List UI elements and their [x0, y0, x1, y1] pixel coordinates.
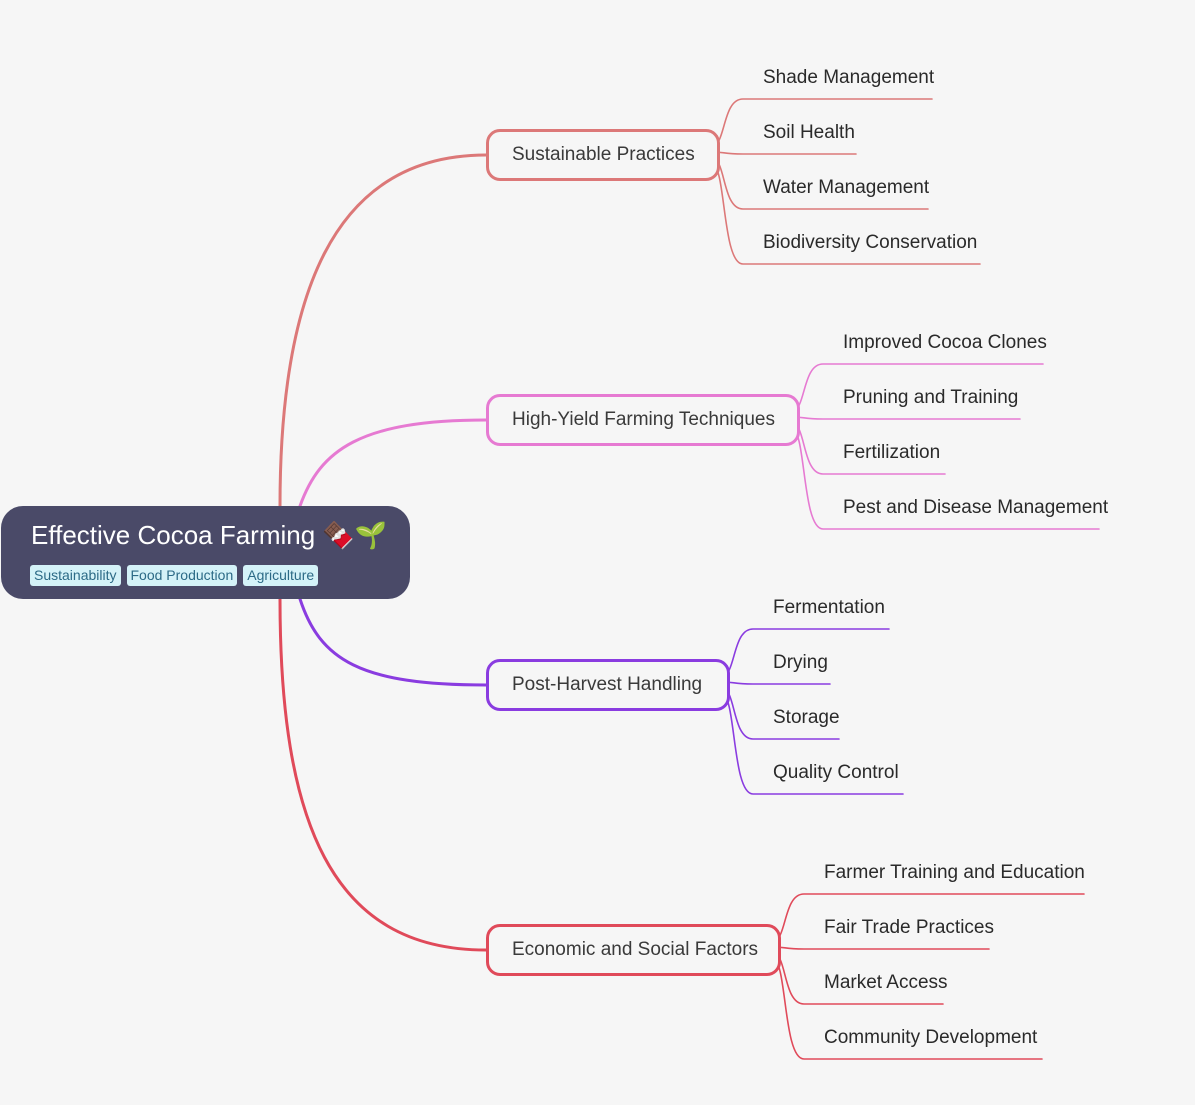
leaf-3-2[interactable]: Drying — [773, 652, 828, 673]
leaf-3-4[interactable]: Quality Control — [773, 762, 899, 783]
branch-label-2: High-Yield Farming Techniques — [512, 409, 775, 430]
branch-node-3[interactable]: Post-Harvest Handling — [486, 659, 730, 711]
leaf-2-1[interactable]: Improved Cocoa Clones — [843, 332, 1047, 353]
leaf-2-3[interactable]: Fertilization — [843, 442, 941, 463]
root-node[interactable]: Effective Cocoa Farming 🍫🌱 Sustainabilit… — [1, 506, 410, 599]
connector-root-branch-1 — [278, 153, 488, 508]
connector-root-branch-4 — [278, 597, 488, 952]
tag-sustainability[interactable]: Sustainability — [30, 565, 121, 586]
leaf-4-1[interactable]: Farmer Training and Education — [824, 862, 1085, 883]
leaf-1-2[interactable]: Soil Health — [763, 122, 855, 143]
branch-label-3: Post-Harvest Handling — [512, 674, 703, 695]
leaf-1-4[interactable]: Biodiversity Conservation — [763, 232, 978, 253]
branch-node-1[interactable]: Sustainable Practices — [486, 129, 720, 181]
branch-node-4[interactable]: Economic and Social Factors — [486, 924, 781, 976]
root-title: Effective Cocoa Farming 🍫🌱 — [31, 520, 388, 550]
connector-root-branch-3 — [298, 597, 488, 687]
leaf-2-4[interactable]: Pest and Disease Management — [843, 497, 1109, 518]
branch-node-2[interactable]: High-Yield Farming Techniques — [486, 394, 800, 446]
connector-branch-3-leaf-2 — [721, 681, 831, 685]
connector-root-branch-2 — [298, 418, 488, 508]
leaf-4-2[interactable]: Fair Trade Practices — [824, 917, 994, 938]
tag-agriculture[interactable]: Agriculture — [243, 565, 319, 586]
connector-branch-4-leaf-2 — [772, 946, 990, 950]
connector-branch-1-leaf-2 — [711, 151, 857, 155]
leaf-2-2[interactable]: Pruning and Training — [843, 387, 1019, 408]
leaf-3-3[interactable]: Storage — [773, 707, 840, 728]
branch-label-1: Sustainable Practices — [512, 144, 695, 165]
tag-food-production[interactable]: Food Production — [126, 565, 238, 586]
leaf-3-1[interactable]: Fermentation — [773, 597, 885, 618]
leaf-4-3[interactable]: Market Access — [824, 972, 948, 993]
root-tags: Sustainability Food Production Agricultu… — [30, 565, 319, 586]
connector-branch-2-leaf-2 — [791, 416, 1021, 420]
leaf-1-3[interactable]: Water Management — [763, 177, 930, 198]
branch-label-4: Economic and Social Factors — [512, 939, 759, 960]
leaf-4-4[interactable]: Community Development — [824, 1027, 1038, 1048]
leaf-1-1[interactable]: Shade Management — [763, 67, 935, 88]
